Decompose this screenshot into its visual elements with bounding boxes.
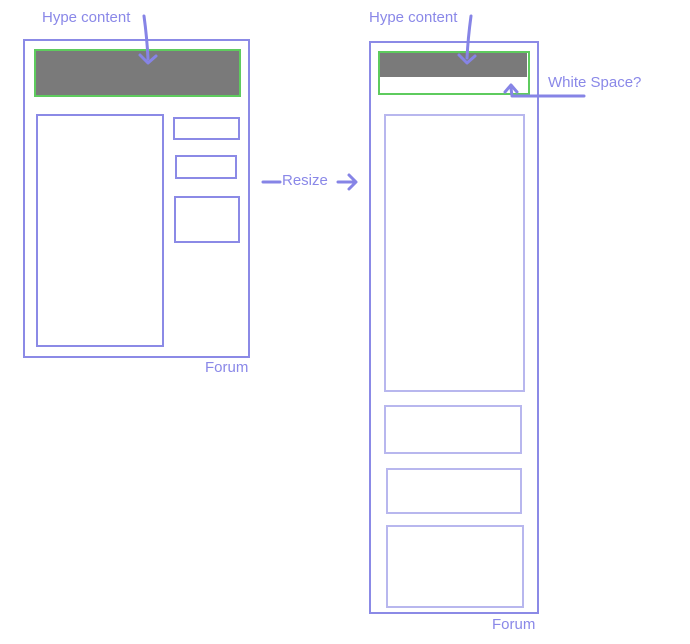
left-sidebar-box-2 xyxy=(175,155,237,179)
left-hype-content-label: Hype content xyxy=(42,9,131,26)
left-forum-label: Forum xyxy=(205,359,249,376)
right-page-frame xyxy=(369,41,539,614)
left-hype-content-highlight xyxy=(34,49,241,97)
white-space-label: White Space? xyxy=(548,74,642,91)
right-hype-content-highlight xyxy=(378,51,530,95)
right-sidebar-box-2 xyxy=(386,468,522,514)
right-forum-label: Forum xyxy=(492,616,536,633)
left-hype-content-bar xyxy=(36,51,239,95)
white-space-pointer-arrow-icon xyxy=(503,83,586,98)
right-sidebar-box-1 xyxy=(384,405,522,454)
right-hype-down-arrow-icon xyxy=(457,14,477,65)
right-hype-content-label: Hype content xyxy=(369,9,458,26)
resize-right-arrow-icon xyxy=(336,173,358,191)
resize-label: Resize xyxy=(282,172,328,189)
left-hype-down-arrow-icon xyxy=(138,14,158,65)
left-sidebar-box-3 xyxy=(174,196,240,243)
right-hype-content-bar xyxy=(380,53,527,77)
right-sidebar-box-3 xyxy=(386,525,524,608)
left-sidebar-box-1 xyxy=(173,117,240,140)
right-main-content-box xyxy=(384,114,525,392)
left-main-content-box xyxy=(36,114,164,347)
left-page-frame xyxy=(23,39,250,358)
